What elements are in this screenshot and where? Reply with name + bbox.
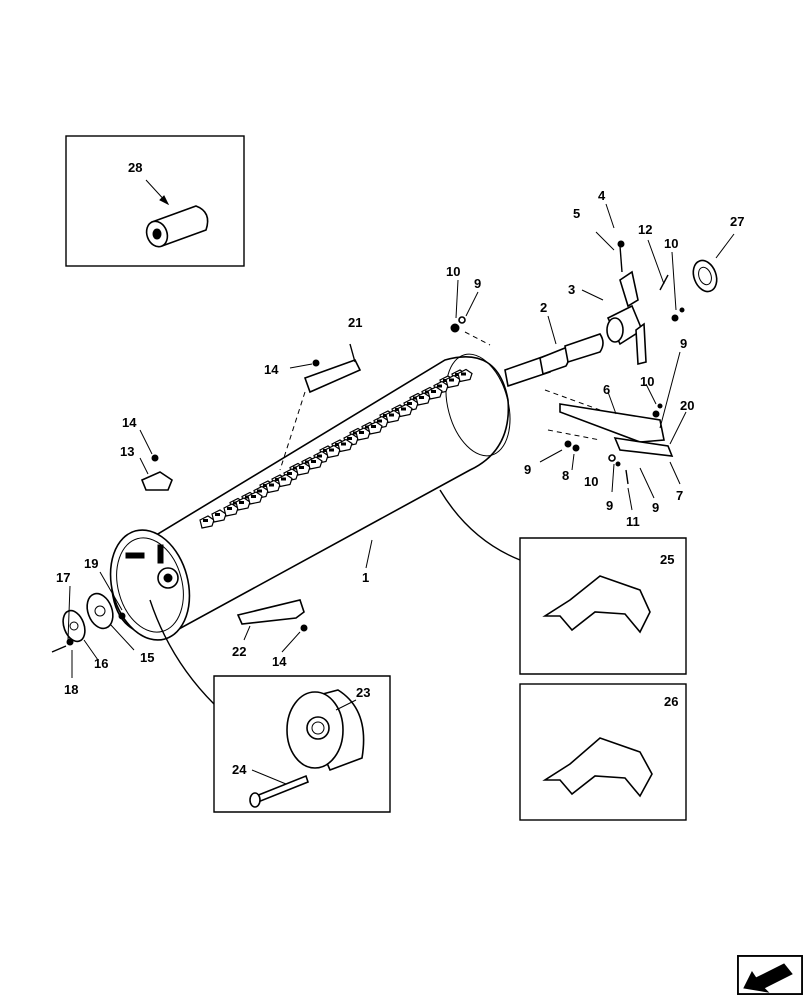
rotor-tooth-shadow — [287, 472, 292, 475]
callout-10c: 10 — [640, 374, 654, 389]
callout-16: 16 — [94, 656, 108, 671]
callout-14a: 14 — [264, 362, 279, 377]
rotor-tooth-shadow — [257, 489, 262, 493]
callout-8: 8 — [562, 468, 569, 483]
callout-24: 24 — [232, 762, 247, 777]
callout-28: 28 — [128, 160, 142, 175]
callout-9d: 9 — [606, 498, 613, 513]
bracket-22 — [236, 599, 308, 632]
rotor-tooth-shadow — [413, 396, 418, 400]
rotor-teeth — [199, 368, 473, 529]
callout-22: 22 — [232, 644, 246, 659]
inset-box-26 — [519, 683, 687, 821]
rotor-tooth-shadow — [401, 407, 406, 411]
callout-6: 6 — [603, 382, 610, 397]
callout-20: 20 — [680, 398, 694, 413]
callout-7: 7 — [676, 488, 683, 503]
inset-box-25 — [519, 537, 687, 675]
rotor-tooth-shadow — [263, 484, 268, 487]
rotor-tooth-shadow — [311, 460, 316, 463]
rotor-tooth-shadow — [305, 460, 310, 464]
callout-13: 13 — [120, 444, 134, 459]
bolt-24 — [249, 774, 309, 808]
callout-4: 4 — [598, 188, 606, 203]
rotor-tooth-shadow — [419, 396, 424, 399]
rotor-tooth-shadow — [449, 378, 454, 382]
rotor-tooth-shadow — [269, 483, 274, 487]
rotor-tooth-shadow — [299, 466, 304, 469]
inset-box-23-24 — [213, 675, 391, 813]
rotor-tooth-shadow — [293, 466, 298, 470]
callout-1: 1 — [362, 570, 369, 585]
rotor-tooth-shadow — [371, 425, 376, 428]
rotor-tooth-shadow — [455, 373, 460, 376]
callout-10d: 10 — [584, 474, 598, 489]
callout-9a: 9 — [474, 276, 481, 291]
rotor-tooth-shadow — [443, 379, 448, 382]
leader-lines — [67, 203, 687, 785]
callout-10a: 10 — [664, 236, 678, 251]
rotor-tooth-shadow — [251, 495, 256, 498]
callout-11: 11 — [626, 514, 640, 529]
rotor-tooth-shadow — [461, 372, 466, 376]
rotor-tooth-shadow — [233, 501, 238, 505]
callout-14c: 14 — [272, 654, 287, 669]
rotor-tooth-shadow — [359, 431, 364, 434]
callout-12: 12 — [638, 222, 652, 237]
bushing-part — [145, 205, 209, 248]
callout-26: 26 — [664, 694, 678, 709]
callout-25: 25 — [660, 552, 674, 567]
rotor-tooth-shadow — [203, 519, 208, 522]
rotor-tooth-shadow — [335, 443, 340, 446]
callout-9e: 9 — [652, 500, 659, 515]
rotor-tooth-shadow — [215, 513, 220, 516]
rotor-tooth-shadow — [431, 390, 436, 393]
callout-27: 27 — [730, 214, 744, 229]
callout-17: 17 — [56, 570, 70, 585]
callout-21: 21 — [348, 315, 362, 330]
callout-14b: 14 — [122, 415, 137, 430]
callout-10b: 10 — [446, 264, 460, 279]
rotor-tooth-shadow — [425, 390, 430, 394]
callout-15: 15 — [140, 650, 154, 665]
rotor-tooth-shadow — [329, 448, 334, 452]
rotor-tooth-shadow — [281, 477, 286, 481]
callout-9b: 9 — [680, 336, 687, 351]
next-page-arrow-icon[interactable] — [737, 955, 803, 995]
callout-2: 2 — [540, 300, 547, 315]
rotor-tooth-shadow — [341, 442, 346, 446]
callout-23: 23 — [356, 685, 370, 700]
rotor-tooth-shadow — [407, 402, 412, 405]
rotor-tooth-shadow — [239, 501, 244, 504]
rotor-tooth-shadow — [245, 495, 250, 499]
callout-19: 19 — [84, 556, 98, 571]
rotor-tooth-shadow — [395, 408, 400, 411]
rotor-tooth-shadow — [437, 384, 442, 388]
callout-9c: 9 — [524, 462, 531, 477]
rotor-tooth-shadow — [347, 437, 352, 440]
block-13 — [140, 454, 173, 491]
callout-3: 3 — [568, 282, 575, 297]
callout-18: 18 — [64, 682, 78, 697]
rotor-tooth-shadow — [227, 507, 232, 510]
hardware-fasteners — [450, 316, 663, 485]
rotor-tooth-shadow — [275, 478, 280, 481]
rotor-tooth-shadow — [383, 414, 388, 417]
rotor-tooth-shadow — [377, 419, 382, 423]
rotor-tooth-shadow — [323, 449, 328, 452]
shaft-assembly — [504, 240, 685, 388]
hub-23 — [286, 689, 365, 772]
scraper-21 — [279, 343, 362, 471]
callout-labels: 28 4 5 27 12 10 10 9 3 2 21 9 14 10 6 20… — [56, 160, 744, 777]
rotor-tooth-shadow — [353, 431, 358, 435]
callout-5: 5 — [573, 206, 580, 221]
bracket-6-20 — [544, 389, 674, 457]
bearing-27 — [692, 233, 735, 293]
rotor-tooth-shadow — [365, 425, 370, 429]
rotor-tooth-shadow — [317, 454, 322, 458]
rotor-tooth-shadow — [389, 413, 394, 417]
inset-box-28 — [65, 135, 245, 267]
